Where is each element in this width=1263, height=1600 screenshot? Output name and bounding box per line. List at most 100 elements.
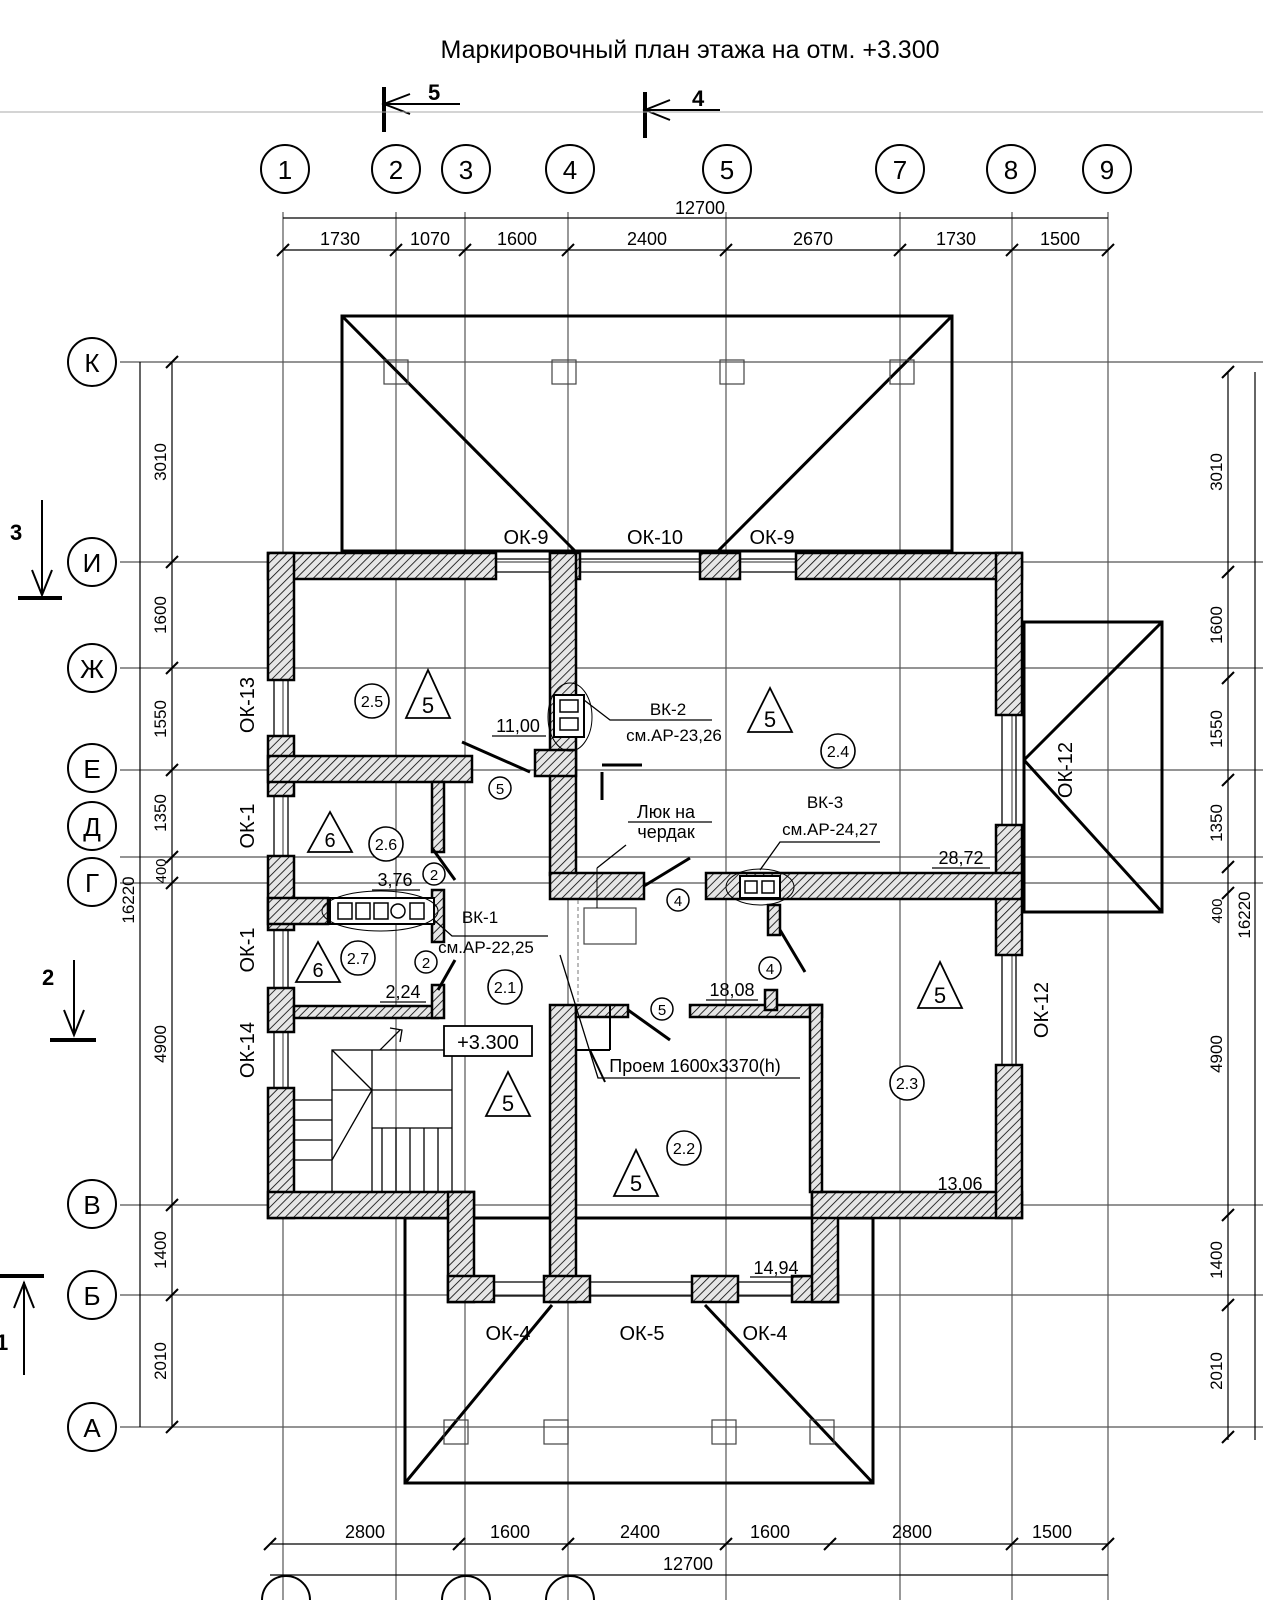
section-mark-5: 5 — [381, 80, 460, 132]
vent-label-vk1: ВК-1 — [462, 908, 498, 927]
window-label-ok5: ОК-5 — [620, 1323, 665, 1345]
svg-text:5: 5 — [934, 983, 946, 1008]
svg-text:400: 400 — [153, 858, 170, 883]
svg-text:1070: 1070 — [410, 229, 450, 249]
vent-ref-vk2: см.АР-23,26 — [626, 726, 722, 745]
svg-text:4: 4 — [766, 961, 774, 978]
svg-text:2400: 2400 — [620, 1522, 660, 1542]
row-axis-Zh: Ж — [67, 643, 117, 693]
svg-text:12700: 12700 — [663, 1554, 713, 1574]
col-axis-7: 7 — [875, 144, 925, 194]
svg-text:В: В — [83, 1190, 100, 1220]
triangle-marks — [294, 667, 964, 1197]
dimensions-left: 3010 1600 1550 1350 400 4900 1400 2010 1… — [119, 355, 179, 1434]
svg-text:4900: 4900 — [151, 1025, 170, 1063]
area-2-5: 11,00 — [496, 716, 540, 736]
svg-text:1400: 1400 — [1207, 1241, 1226, 1279]
window-label-ok1-upper: ОК-1 — [237, 804, 259, 849]
svg-text:16220: 16220 — [1235, 891, 1254, 938]
row-axis-E: Е — [67, 743, 117, 793]
svg-text:А: А — [83, 1413, 101, 1443]
col-axis-5: 5 — [702, 144, 752, 194]
dimensions-bottom: 2800 1600 2400 1600 2800 1500 12700 — [263, 1522, 1115, 1576]
col-axis-3: 3 — [441, 144, 491, 194]
window-label-ok13: ОК-13 — [237, 677, 259, 733]
svg-text:Б: Б — [83, 1281, 100, 1311]
hatch-label-line1: Люк на — [637, 802, 696, 822]
roof-right — [1022, 620, 1164, 914]
dimensions-top: 12700 1730 1070 1600 2400 2670 1730 1500 — [276, 198, 1115, 257]
row-axis-B: Б — [67, 1270, 117, 1320]
roof-posts — [383, 359, 915, 1445]
section-mark-1: 1 — [0, 1274, 44, 1375]
col-axis-9: 9 — [1082, 144, 1132, 194]
svg-text:5: 5 — [764, 707, 776, 732]
svg-text:2400: 2400 — [627, 229, 667, 249]
row-axis-V: В — [67, 1179, 117, 1229]
door-marks — [414, 776, 782, 1021]
svg-text:6: 6 — [324, 830, 335, 852]
svg-text:1500: 1500 — [1040, 229, 1080, 249]
svg-text:5: 5 — [720, 155, 734, 185]
svg-text:7: 7 — [893, 155, 907, 185]
svg-text:12700: 12700 — [675, 198, 725, 218]
vent-label-vk2: ВК-2 — [650, 700, 686, 719]
elevation-mark: +3.300 — [457, 1032, 519, 1054]
window-label-ok9-left: ОК-9 — [504, 527, 549, 549]
row-axis-I: И — [67, 537, 117, 587]
dimensions-right: 3010 1600 1550 1350 400 4900 1400 2010 1… — [1207, 365, 1256, 1444]
svg-text:1: 1 — [278, 155, 292, 185]
section-mark-5-label: 5 — [428, 80, 440, 105]
svg-text:1600: 1600 — [151, 596, 170, 634]
vent-ref-vk3: см.АР-24,27 — [782, 820, 878, 839]
window-label-ok12-upper: ОК-12 — [1055, 742, 1077, 798]
room-2-1: 2.1 — [494, 980, 516, 997]
triangle-mark-labels: 5 5 6 6 5 5 5 — [312, 693, 946, 1196]
svg-text:1550: 1550 — [151, 700, 170, 738]
svg-text:2: 2 — [430, 867, 438, 884]
svg-text:1600: 1600 — [750, 1522, 790, 1542]
svg-text:4900: 4900 — [1207, 1035, 1226, 1073]
svg-text:16220: 16220 — [119, 876, 138, 923]
svg-text:5: 5 — [658, 1002, 666, 1019]
svg-text:1600: 1600 — [497, 229, 537, 249]
svg-text:1500: 1500 — [1032, 1522, 1072, 1542]
svg-text:Ж: Ж — [80, 654, 104, 684]
svg-text:5: 5 — [502, 1091, 514, 1116]
svg-text:5: 5 — [422, 693, 434, 718]
window-label-ok1-lower: ОК-1 — [237, 928, 259, 973]
window-label-ok9-right: ОК-9 — [750, 527, 795, 549]
room-2-6: 2.6 — [375, 837, 397, 854]
col-axis-2: 2 — [371, 144, 421, 194]
area-2-4: 28,72 — [938, 848, 983, 868]
section-mark-4-label: 4 — [692, 86, 705, 111]
column-axis-markers: 1 2 3 4 5 7 8 9 — [260, 144, 1132, 194]
area-2-2: 14,94 — [753, 1258, 798, 1278]
svg-text:2: 2 — [422, 955, 430, 972]
section-mark-1-label: 1 — [0, 1330, 8, 1355]
svg-text:2010: 2010 — [1207, 1352, 1226, 1390]
room-2-4: 2.4 — [827, 744, 849, 761]
bottom-axis-markers-partial — [261, 1575, 595, 1600]
row-axis-G: Г — [67, 857, 117, 907]
svg-text:К: К — [84, 348, 99, 378]
svg-text:2800: 2800 — [892, 1522, 932, 1542]
room-2-5: 2.5 — [361, 694, 383, 711]
window-label-ok4-left: ОК-4 — [486, 1323, 531, 1345]
svg-text:4: 4 — [674, 893, 682, 910]
svg-text:Г: Г — [85, 868, 99, 898]
svg-text:1350: 1350 — [151, 794, 170, 832]
col-axis-4: 4 — [545, 144, 595, 194]
svg-text:4: 4 — [563, 155, 577, 185]
svg-text:3010: 3010 — [1207, 453, 1226, 491]
svg-text:2800: 2800 — [345, 1522, 385, 1542]
svg-text:400: 400 — [1209, 898, 1226, 923]
svg-text:8: 8 — [1004, 155, 1018, 185]
svg-text:5: 5 — [496, 781, 504, 798]
window-label-ok14: ОК-14 — [237, 1022, 259, 1078]
vent-ref-vk1: см.АР-22,25 — [438, 938, 534, 957]
section-mark-3: 3 — [10, 500, 62, 600]
leader-lines — [433, 699, 880, 1079]
section-mark-2: 2 — [42, 960, 96, 1042]
